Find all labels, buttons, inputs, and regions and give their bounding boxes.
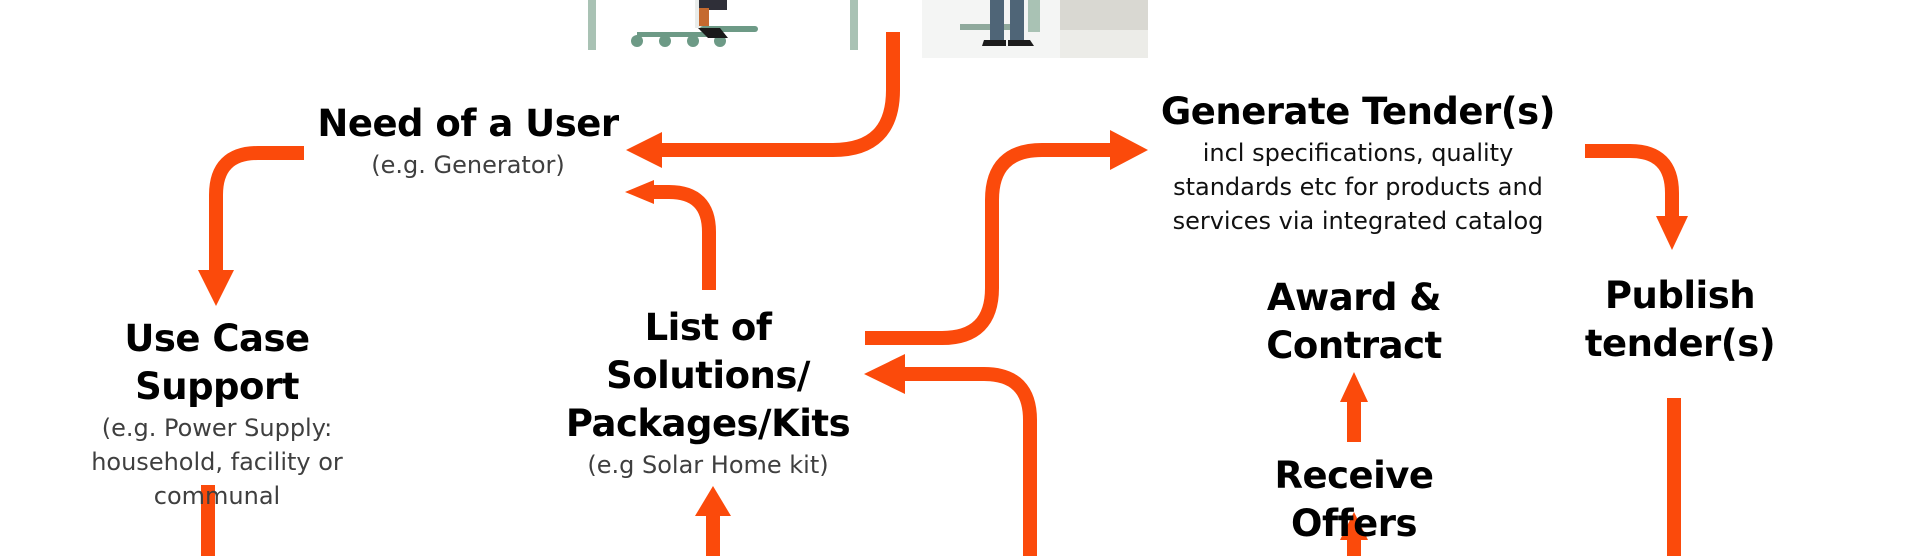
publish-title-line: tender(s) (1584, 322, 1776, 365)
solutions-title-line: Solutions/ (606, 354, 810, 397)
publish-title-line: Publish (1604, 274, 1756, 317)
arrowhead-solutions (864, 354, 905, 394)
award-title-line: Contract (1266, 324, 1442, 367)
receive-offers-title: Receive Offers (1274, 454, 1434, 545)
arrow-top-to-need (659, 32, 900, 157)
arrowhead-tender (1110, 130, 1148, 170)
arrowhead-solutions-bottom (695, 486, 731, 516)
person-standing-illustration (922, 0, 1148, 58)
need-of-user-title: Need of a User (317, 102, 619, 145)
use-case-subtitle-line: (e.g. Power Supply: (101, 414, 333, 442)
arrowhead-award (1340, 372, 1368, 402)
need-of-user-subtitle: (e.g. Generator) (371, 151, 565, 179)
need-of-user-node: Need of a User (e.g. Generator) (300, 100, 636, 182)
arrow-solutions-to-tender (865, 143, 1110, 345)
arrow-need-to-usecase (209, 146, 304, 272)
generate-tender-desc-line: standards etc for products and (1173, 173, 1543, 201)
use-case-title: Use Case Support (124, 317, 310, 408)
arrow-bottom-to-solutions (904, 367, 1037, 556)
arrowhead-usecase (198, 270, 234, 306)
award-title-line: Award & (1266, 276, 1442, 319)
arrow-tender-to-publish (1585, 144, 1679, 218)
generate-tender-desc-line: services via integrated catalog (1172, 207, 1544, 235)
publish-tender-node: Publish tender(s) (1560, 272, 1800, 368)
receive-offers-node: Receive Offers (1214, 452, 1494, 548)
use-case-support-node: Use Case Support (e.g. Power Supply: hou… (40, 315, 394, 513)
solutions-node: List of Solutions/ Packages/Kits (e.g So… (560, 304, 856, 482)
solutions-title-line: Packages/Kits (565, 402, 851, 445)
arrow-solutions-to-need (652, 185, 716, 290)
arrowhead-publish (1656, 216, 1688, 250)
use-case-subtitle-line: household, facility or (91, 448, 343, 476)
arrowhead-need (626, 132, 662, 168)
arrowhead-receive (1340, 512, 1368, 540)
solutions-subtitle: (e.g Solar Home kit) (587, 451, 829, 479)
solutions-title-line: List of (644, 306, 772, 349)
arrowhead-need-2 (625, 180, 654, 204)
generate-tender-title: Generate Tender(s) (1160, 90, 1556, 133)
award-contract-node: Award & Contract (1234, 274, 1474, 370)
generate-tender-desc-line: incl specifications, quality (1202, 139, 1514, 167)
use-case-subtitle-line: communal (153, 482, 281, 510)
office-chair-illustration (588, 0, 858, 50)
generate-tender-node: Generate Tender(s) incl specifications, … (1140, 88, 1576, 238)
